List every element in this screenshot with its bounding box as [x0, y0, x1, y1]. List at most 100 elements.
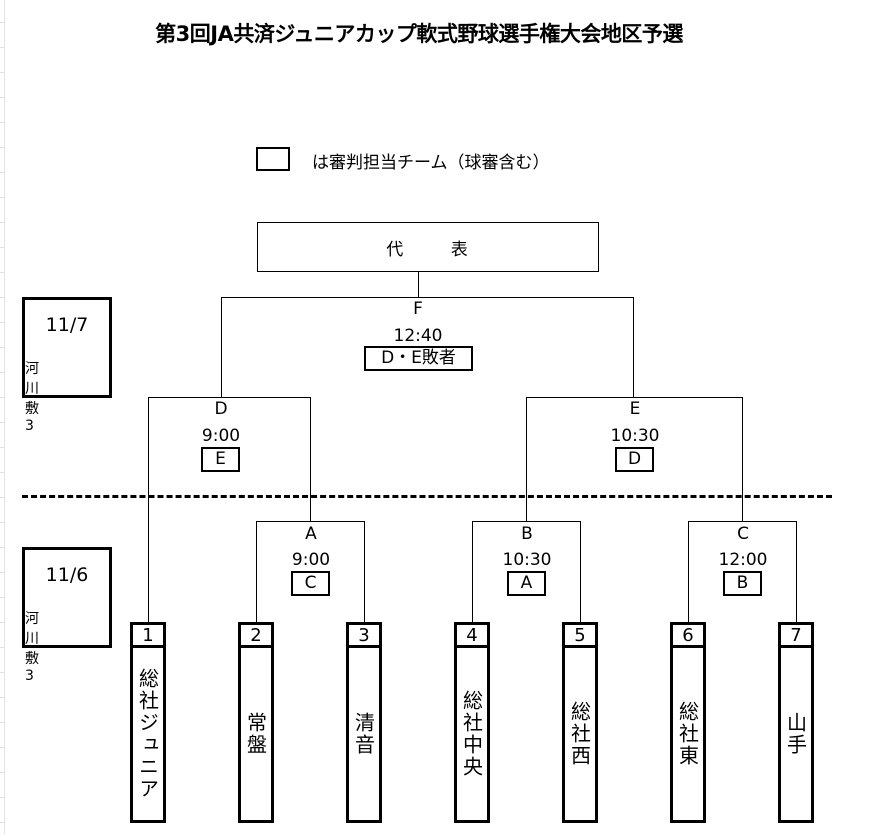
- sheet-row-tick: [0, 697, 5, 698]
- sheet-row-tick: [0, 722, 5, 723]
- match-A-time: 9:00: [291, 550, 331, 570]
- sheet-row-tick: [0, 222, 5, 223]
- sheet-row-tick: [0, 547, 5, 548]
- bracket-line: [310, 397, 312, 522]
- sheet-row-tick: [0, 122, 5, 123]
- match-C-label: C: [737, 524, 749, 544]
- sheet-row-tick: [0, 447, 5, 448]
- sheet-row-tick: [0, 797, 5, 798]
- umpire-legend-box: [256, 147, 290, 171]
- team-name: 総社ジュニア: [135, 667, 160, 800]
- sheet-row-tick: [0, 422, 5, 423]
- day1-venue: 河川敷3: [25, 611, 39, 684]
- umpire-legend-text: は審判担当チーム（球審含む）: [312, 153, 550, 173]
- bracket-line: [472, 521, 474, 622]
- team-name: 山手: [783, 711, 808, 756]
- team-name-box: 総社東: [670, 647, 706, 823]
- day2-box: 11/7 河川敷3: [22, 297, 112, 434]
- match-B-umpire: A: [507, 571, 546, 596]
- match-C-umpire: B: [723, 571, 762, 596]
- match-D-umpire: E: [201, 447, 240, 472]
- match-D-label: D: [214, 399, 228, 419]
- bracket-line: [418, 272, 420, 298]
- team-name: 総社中央: [459, 689, 484, 778]
- day2-date: 11/7: [45, 314, 89, 336]
- sheet-row-tick: [0, 597, 5, 598]
- team-number: 7: [778, 622, 814, 648]
- sheet-row-tick: [0, 147, 5, 148]
- match-B-time: 10:30: [502, 550, 552, 570]
- sheet-row-tick: [0, 297, 5, 298]
- team-name-box: 清音: [346, 647, 382, 823]
- match-E-time: 10:30: [610, 426, 660, 446]
- day-divider-dashed-line: [22, 495, 832, 498]
- team-number: 1: [130, 622, 166, 648]
- bracket-line: [256, 521, 258, 622]
- bracket-line: [580, 521, 582, 622]
- sheet-row-tick: [0, 47, 5, 48]
- bracket-line: [364, 521, 366, 622]
- day2-venue: 河川敷3: [25, 361, 39, 434]
- sheet-row-tick: [0, 172, 5, 173]
- team-name-box: 常盤: [238, 647, 274, 823]
- page-title: 第3回JA共済ジュニアカップ軟式野球選手権大会地区予選: [155, 22, 683, 46]
- bracket-line: [688, 521, 690, 622]
- team-name: 常盤: [243, 711, 268, 756]
- team-name-box: 総社ジュニア: [130, 647, 166, 823]
- bracket-line: [256, 521, 365, 523]
- representative-label: 代 表: [386, 239, 470, 260]
- match-B-label: B: [521, 524, 533, 544]
- day1-date: 11/6: [45, 564, 89, 586]
- sheet-row-tick: [0, 647, 5, 648]
- sheet-row-tick: [0, 397, 5, 398]
- sheet-row-tick: [0, 97, 5, 98]
- sheet-row-tick: [0, 247, 5, 248]
- sheet-row-tick: [0, 522, 5, 523]
- bracket-line: [526, 397, 528, 522]
- team-name-box: 総社西: [562, 647, 598, 823]
- team-name: 総社西: [567, 700, 592, 767]
- team-number: 6: [670, 622, 706, 648]
- bracket-line: [526, 397, 743, 399]
- sheet-row-tick: [0, 497, 5, 498]
- match-F-umpire: D・E敗者: [364, 346, 473, 371]
- match-D-time: 9:00: [201, 426, 241, 446]
- sheet-row-tick: [0, 197, 5, 198]
- sheet-row-tick: [0, 72, 5, 73]
- team-name: 清音: [351, 711, 376, 756]
- sheet-gridline: [4, 0, 5, 834]
- match-E-umpire: D: [615, 447, 654, 472]
- bracket-line: [472, 521, 581, 523]
- sheet-row-tick: [0, 272, 5, 273]
- bracket-line: [221, 297, 634, 299]
- bracket-line: [796, 521, 798, 622]
- representative-box: 代 表: [257, 222, 599, 272]
- sheet-row-tick: [0, 22, 5, 23]
- match-F-label: F: [413, 299, 423, 319]
- match-A-label: A: [305, 524, 317, 544]
- sheet-row-tick: [0, 622, 5, 623]
- team-name: 総社東: [675, 700, 700, 767]
- day1-box: 11/6 河川敷3: [22, 547, 112, 684]
- sheet-row-tick: [0, 347, 5, 348]
- match-F-time: 12:40: [393, 326, 443, 346]
- bracket-line: [221, 297, 223, 398]
- bracket-line: [148, 397, 311, 399]
- bracket-line: [688, 521, 797, 523]
- team-name-box: 総社中央: [454, 647, 490, 823]
- team-number: 4: [454, 622, 490, 648]
- sheet-row-tick: [0, 672, 5, 673]
- sheet-row-tick: [0, 372, 5, 373]
- match-C-time: 12:00: [718, 550, 768, 570]
- sheet-row-tick: [0, 472, 5, 473]
- sheet-row-tick: [0, 747, 5, 748]
- team-number: 2: [238, 622, 274, 648]
- sheet-row-tick: [0, 572, 5, 573]
- team-number: 5: [562, 622, 598, 648]
- sheet-row-tick: [0, 322, 5, 323]
- match-A-umpire: C: [291, 571, 330, 596]
- bracket-line: [742, 397, 744, 522]
- bracket-line: [633, 297, 635, 398]
- match-E-label: E: [629, 399, 641, 419]
- sheet-row-tick: [0, 772, 5, 773]
